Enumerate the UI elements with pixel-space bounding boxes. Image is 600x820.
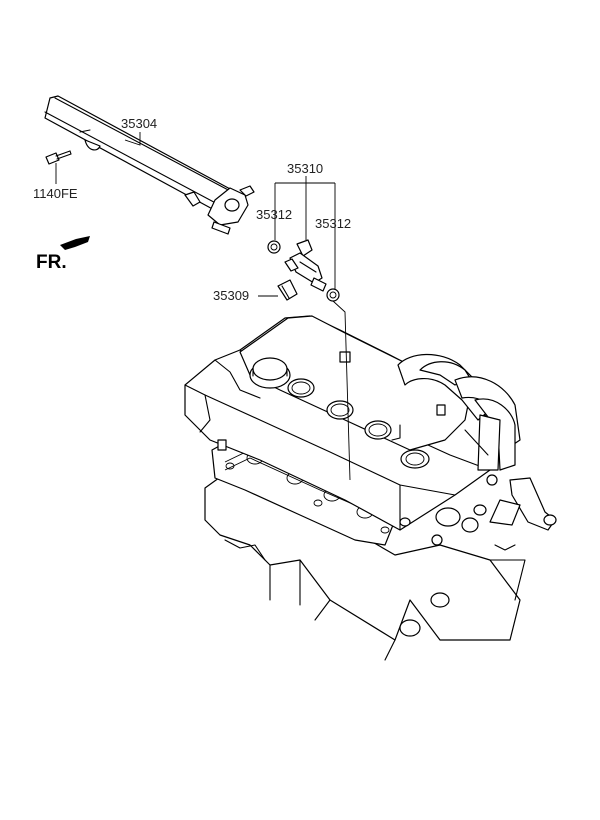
lower-oring xyxy=(326,288,340,302)
engine-block xyxy=(184,315,557,661)
front-indicator: FR. xyxy=(36,236,90,273)
label-lower-oring: 35312 xyxy=(315,216,351,231)
front-arrow-icon xyxy=(60,236,90,250)
front-label: FR. xyxy=(36,252,67,273)
upper-oring xyxy=(267,240,281,254)
bolt xyxy=(45,150,72,165)
fuel-rail xyxy=(44,95,255,235)
clip xyxy=(277,279,298,301)
injector xyxy=(284,239,327,292)
label-fuel-rail: 35304 xyxy=(121,116,157,131)
label-injector-assy: 35310 xyxy=(287,161,323,176)
label-upper-oring: 35312 xyxy=(256,207,292,222)
label-clip: 35309 xyxy=(213,288,249,303)
leader-lines xyxy=(55,132,351,481)
label-bolt: 1140FE xyxy=(33,186,78,201)
